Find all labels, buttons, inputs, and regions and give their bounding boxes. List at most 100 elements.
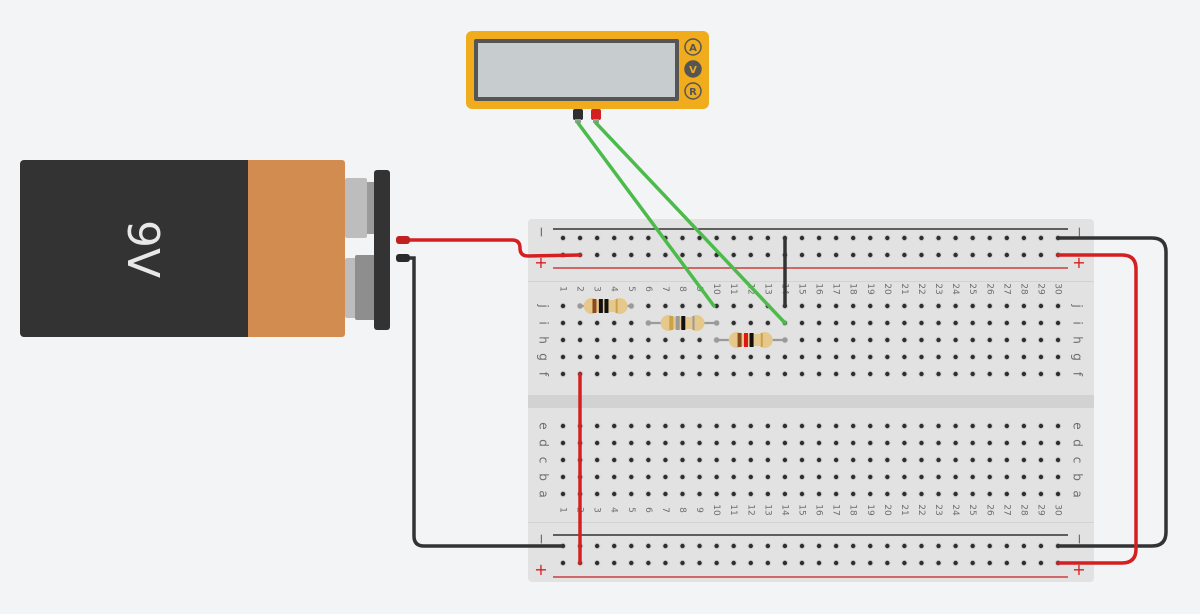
breadboard-hole[interactable] [731, 320, 736, 326]
breadboard-hole[interactable] [1021, 337, 1027, 343]
breadboard-hole[interactable] [560, 337, 566, 343]
breadboard-hole[interactable] [560, 491, 566, 497]
breadboard-hole[interactable] [868, 543, 873, 549]
breadboard-hole[interactable] [953, 423, 958, 429]
resistor-3[interactable] [714, 332, 788, 348]
breadboard-hole[interactable] [748, 491, 753, 497]
breadboard-hole[interactable] [799, 440, 805, 446]
breadboard-hole[interactable] [987, 440, 992, 446]
breadboard-hole[interactable] [902, 423, 907, 429]
breadboard-hole[interactable] [868, 235, 873, 241]
breadboard-hole[interactable] [1055, 440, 1061, 446]
breadboard-hole[interactable] [680, 474, 685, 480]
breadboard-hole[interactable] [987, 235, 992, 241]
breadboard-hole[interactable] [816, 235, 822, 241]
breadboard-hole[interactable] [612, 252, 617, 258]
breadboard-hole[interactable] [850, 371, 856, 377]
breadboard-hole[interactable] [936, 354, 941, 360]
breadboard-hole[interactable] [987, 354, 992, 360]
resistor-1[interactable] [577, 298, 634, 314]
breadboard-hole[interactable] [629, 440, 634, 446]
breadboard-hole[interactable] [799, 252, 805, 258]
breadboard-hole[interactable] [970, 337, 975, 343]
breadboard-hole[interactable] [748, 474, 753, 480]
breadboard-hole[interactable] [902, 354, 907, 360]
breadboard-hole[interactable] [663, 560, 668, 566]
breadboard-hole[interactable] [697, 252, 702, 258]
breadboard-hole[interactable] [697, 543, 702, 549]
breadboard-hole[interactable] [936, 440, 941, 446]
breadboard-hole[interactable] [1038, 440, 1044, 446]
breadboard-hole[interactable] [782, 560, 788, 566]
breadboard-hole[interactable] [833, 491, 839, 497]
breadboard-hole[interactable] [663, 491, 668, 497]
breadboard-hole[interactable] [612, 235, 617, 241]
breadboard-hole[interactable] [1038, 303, 1044, 309]
breadboard-hole[interactable] [731, 440, 736, 446]
breadboard-hole[interactable] [816, 543, 822, 549]
breadboard-hole[interactable] [885, 354, 890, 360]
breadboard-hole[interactable] [1055, 423, 1061, 429]
breadboard-hole[interactable] [612, 320, 617, 326]
breadboard-hole[interactable] [1021, 543, 1027, 549]
breadboard-hole[interactable] [987, 252, 992, 258]
breadboard-hole[interactable] [1038, 371, 1044, 377]
breadboard-hole[interactable] [919, 474, 924, 480]
breadboard-hole[interactable] [1038, 457, 1044, 463]
breadboard-hole[interactable] [953, 252, 958, 258]
breadboard-hole[interactable] [731, 303, 736, 309]
breadboard-hole[interactable] [936, 491, 941, 497]
breadboard-hole[interactable] [748, 440, 753, 446]
breadboard-hole[interactable] [663, 252, 668, 258]
breadboard-hole[interactable] [919, 457, 924, 463]
breadboard-hole[interactable] [1004, 354, 1010, 360]
breadboard-hole[interactable] [629, 235, 634, 241]
breadboard-hole[interactable] [765, 423, 771, 429]
probe-socket-black[interactable] [573, 109, 583, 120]
breadboard-hole[interactable] [1038, 491, 1044, 497]
breadboard-hole[interactable] [868, 560, 873, 566]
breadboard-hole[interactable] [902, 252, 907, 258]
breadboard-hole[interactable] [799, 371, 805, 377]
breadboard-hole[interactable] [1021, 303, 1027, 309]
breadboard-hole[interactable] [936, 235, 941, 241]
breadboard-hole[interactable] [970, 474, 975, 480]
breadboard-hole[interactable] [885, 252, 890, 258]
breadboard-hole[interactable] [850, 303, 856, 309]
breadboard-hole[interactable] [987, 491, 992, 497]
breadboard-hole[interactable] [850, 235, 856, 241]
breadboard-hole[interactable] [594, 371, 600, 377]
breadboard-hole[interactable] [885, 440, 890, 446]
breadboard-hole[interactable] [765, 235, 771, 241]
breadboard-hole[interactable] [560, 303, 566, 309]
breadboard-hole[interactable] [970, 303, 975, 309]
breadboard-hole[interactable] [612, 491, 617, 497]
resistor-2[interactable] [645, 315, 720, 331]
breadboard-hole[interactable] [560, 457, 566, 463]
breadboard-hole[interactable] [663, 474, 668, 480]
breadboard-hole[interactable] [697, 235, 702, 241]
breadboard-hole[interactable] [868, 491, 873, 497]
breadboard-hole[interactable] [612, 337, 617, 343]
mode-button-v[interactable]: V [684, 60, 702, 78]
breadboard-hole[interactable] [663, 457, 668, 463]
breadboard-hole[interactable] [714, 440, 719, 446]
breadboard-hole[interactable] [1021, 440, 1027, 446]
breadboard-hole[interactable] [646, 491, 651, 497]
breadboard-hole[interactable] [987, 560, 992, 566]
breadboard-hole[interactable] [594, 491, 600, 497]
breadboard-hole[interactable] [987, 543, 992, 549]
breadboard-hole[interactable] [782, 457, 788, 463]
breadboard-hole[interactable] [902, 457, 907, 463]
breadboard-hole[interactable] [714, 474, 719, 480]
breadboard-hole[interactable] [731, 423, 736, 429]
breadboard-hole[interactable] [970, 235, 975, 241]
breadboard-hole[interactable] [748, 252, 753, 258]
breadboard-hole[interactable] [919, 440, 924, 446]
breadboard-hole[interactable] [936, 252, 941, 258]
breadboard-hole[interactable] [680, 457, 685, 463]
breadboard-hole[interactable] [850, 423, 856, 429]
breadboard-hole[interactable] [902, 371, 907, 377]
breadboard-hole[interactable] [885, 560, 890, 566]
